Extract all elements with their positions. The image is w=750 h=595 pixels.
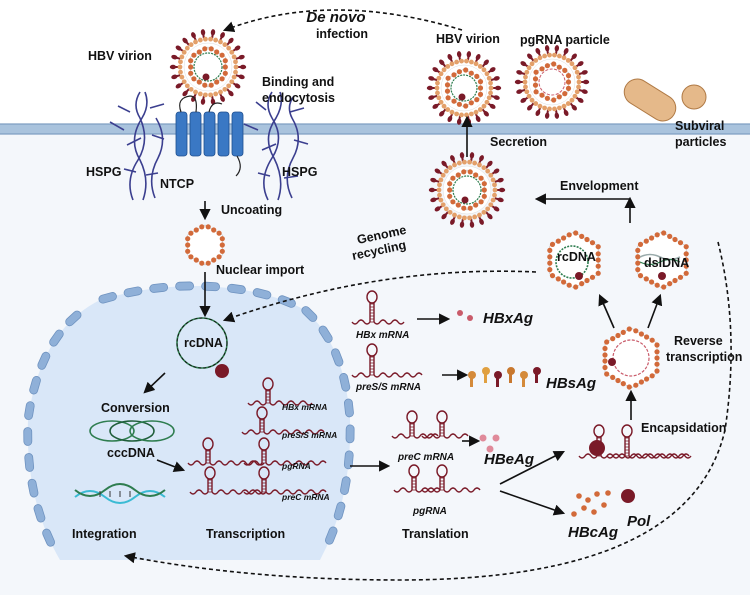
nucleus-pgrna-label: pgRNA: [281, 461, 311, 471]
reverse-transcription-capsid-icon: [602, 326, 660, 390]
infection-label: infection: [316, 27, 368, 41]
envelopment-label: Envelopment: [560, 179, 639, 193]
rcdna-capsid-label: rcDNA: [557, 250, 596, 264]
ntcp-receptor-icon: [175, 95, 244, 177]
reverse-label: Reverse: [674, 334, 723, 348]
rcdna-capsid-genome: [555, 245, 589, 280]
hbeag-dots: [479, 434, 500, 453]
hspg-right-icon: [243, 91, 309, 201]
binding-label: Binding and: [262, 75, 334, 89]
rcdna-nucleus-label: rcDNA: [184, 336, 223, 350]
hbv-virion-icon: [169, 29, 247, 105]
hbv-virion-secreted-label: HBV virion: [436, 32, 500, 46]
pgrna-label: pgRNA: [412, 506, 447, 517]
hspg-left-label: HSPG: [86, 165, 121, 179]
pgrna-particle-icon: [514, 45, 590, 119]
hbsag-proteins: [468, 367, 541, 387]
hspg-left-icon: [109, 91, 165, 201]
hbsag-label: HBsAg: [546, 375, 596, 392]
transcription-rt-label: transcription: [666, 350, 742, 364]
particles-label: particles: [675, 135, 726, 149]
transcription-label: Transcription: [206, 527, 285, 541]
rt-capsid-rna: [608, 339, 650, 377]
hbxag-dots: [457, 310, 473, 321]
integration-label: Integration: [72, 527, 137, 541]
integrated-dna-icon: [74, 483, 166, 504]
subviral-particles-icon: [623, 78, 707, 122]
secretion-label: Secretion: [490, 135, 547, 149]
de-novo-label: De novo: [306, 9, 365, 26]
nucleocapsid-icon: [185, 224, 225, 266]
hbv-virion-secreted-icon: [426, 51, 502, 125]
pgrna-pol-complex: [589, 440, 605, 456]
endocytosis-label: endocytosis: [262, 91, 335, 105]
prec-mrna-label: preC mRNA: [397, 452, 454, 463]
enveloped-virion-icon: [428, 152, 506, 228]
dashed-arrows: [123, 9, 732, 581]
nucleus-prec-mrna-label: preC mRNA: [281, 492, 330, 502]
nucleus: [23, 281, 355, 560]
dsldna-genome: [639, 253, 681, 280]
encapsidation-label: Encapsidation: [641, 421, 726, 435]
hspg-right-label: HSPG: [282, 165, 317, 179]
hbxag-label: HBxAg: [483, 310, 533, 327]
hbv-virion-label: HBV virion: [88, 49, 152, 63]
pol-label: Pol: [627, 513, 651, 530]
ntcp-label: NTCP: [160, 177, 194, 191]
cccdna-icon: [89, 420, 175, 442]
uncoating-label: Uncoating: [221, 203, 282, 217]
hbx-mrna-label: HBx mRNA: [356, 330, 409, 341]
dsldna-capsid-icon: [635, 230, 689, 290]
arrows: [143, 115, 663, 516]
conversion-label: Conversion: [101, 401, 170, 415]
pgrna-particle-label: pgRNA particle: [520, 33, 610, 47]
hbcag-label: HBcAg: [568, 524, 618, 541]
nucleus-pres-mrna-label: preS/S mRNA: [281, 430, 337, 440]
rcdna-nucleus-icon: [176, 317, 229, 378]
hbcag-pol-proteins: [571, 489, 635, 517]
subviral-label: Subviral: [675, 119, 724, 133]
cccdna-label: cccDNA: [107, 446, 155, 460]
translation-label: Translation: [402, 527, 469, 541]
pres-mrna-label: preS/S mRNA: [355, 382, 421, 393]
hbeag-label: HBeAg: [484, 451, 534, 468]
plasma-membrane: [0, 123, 750, 135]
nuclear-import-label: Nuclear import: [216, 263, 305, 277]
nucleus-hbx-mrna-label: HBx mRNA: [282, 402, 327, 412]
dsldna-label: dslDNA: [644, 256, 689, 270]
